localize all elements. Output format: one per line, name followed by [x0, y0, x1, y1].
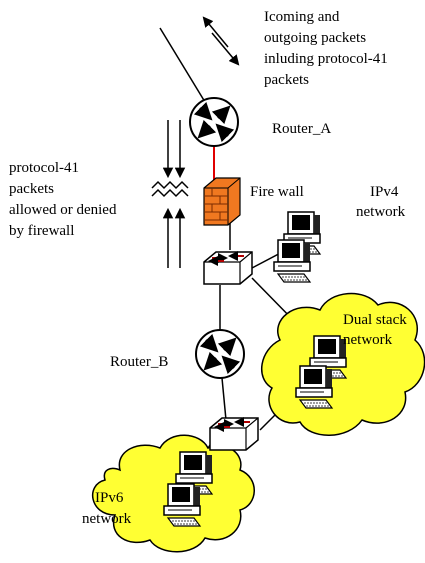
switch-icon-2 — [210, 418, 258, 450]
dual-stack-pc-icon-2 — [295, 365, 333, 409]
router-a-label: Router_A — [272, 121, 331, 137]
dual-stack-label: Dual stack network — [343, 312, 410, 348]
firewall-decision-arrows — [151, 120, 189, 268]
router-b-icon — [196, 330, 244, 378]
switch-icon-1 — [204, 252, 252, 284]
firewall-note: protocol-41 packets allowed or denied by… — [9, 160, 120, 239]
ipv4-pc-icon-2 — [273, 239, 311, 283]
ipv6-pc-icon-2 — [163, 483, 201, 527]
router-b-label: Router_B — [110, 354, 168, 370]
router-a-icon — [190, 98, 238, 146]
ipv6-network-label: IPv6 network — [82, 490, 132, 527]
packet-direction-arrows — [202, 16, 240, 66]
firewall-icon — [203, 177, 241, 226]
packets-caption: Icoming and outgoing packets inluding pr… — [264, 9, 392, 88]
firewall-label: Fire wall — [250, 184, 304, 200]
ipv4-network-label: IPv4 network — [356, 184, 406, 220]
uplink-line — [159, 27, 206, 103]
